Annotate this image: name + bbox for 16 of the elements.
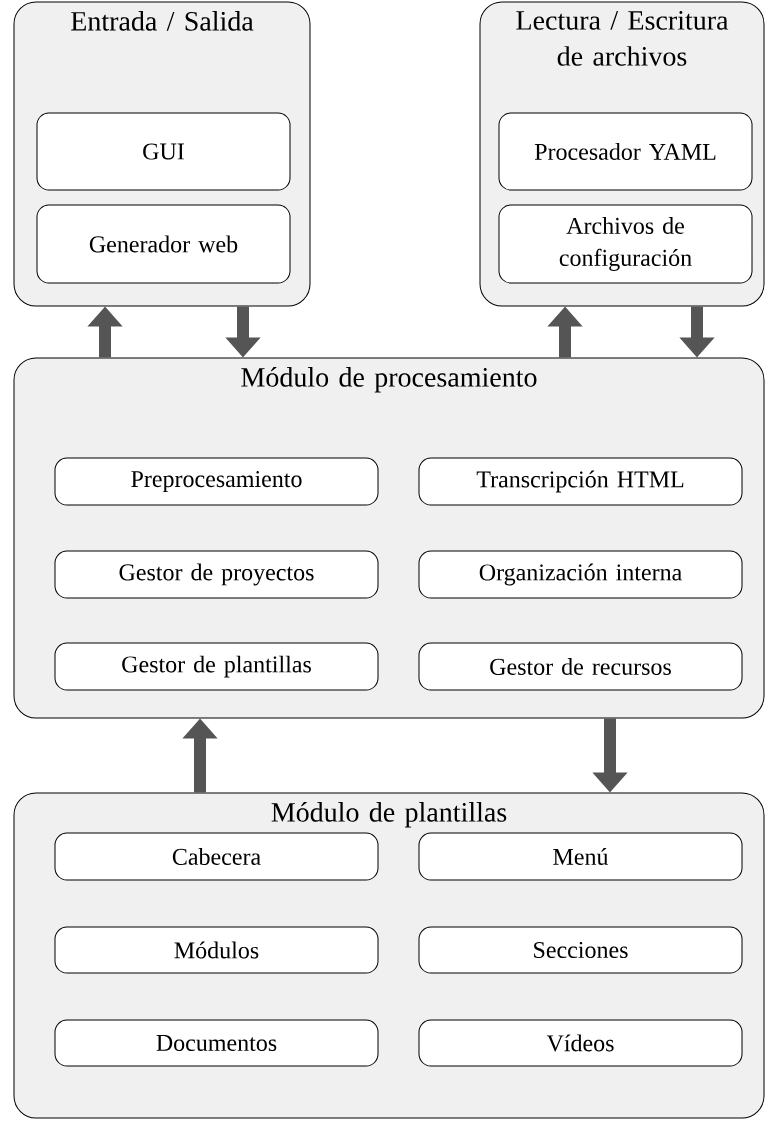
component-box: Módulos xyxy=(54,926,379,974)
component-box: Gestor de recursos xyxy=(418,642,743,691)
component-box: Secciones xyxy=(418,926,743,974)
component-box: Archivos de configuración xyxy=(498,204,753,284)
component-box: Gestor de plantillas xyxy=(54,642,379,691)
component-box: Organización interna xyxy=(418,550,743,599)
component-box: Cabecera xyxy=(54,832,379,881)
component-box: Preprocesamiento xyxy=(54,457,379,506)
component-box: GUI xyxy=(36,112,291,191)
component-box: Generador web xyxy=(36,204,291,284)
component-box: Gestor de proyectos xyxy=(54,550,379,599)
component-box: Transcripción HTML xyxy=(418,457,743,506)
component-box: Menú xyxy=(418,832,743,881)
component-box: Vídeos xyxy=(418,1019,743,1067)
component-box: Documentos xyxy=(54,1019,379,1067)
component-box: Procesador YAML xyxy=(498,112,753,191)
